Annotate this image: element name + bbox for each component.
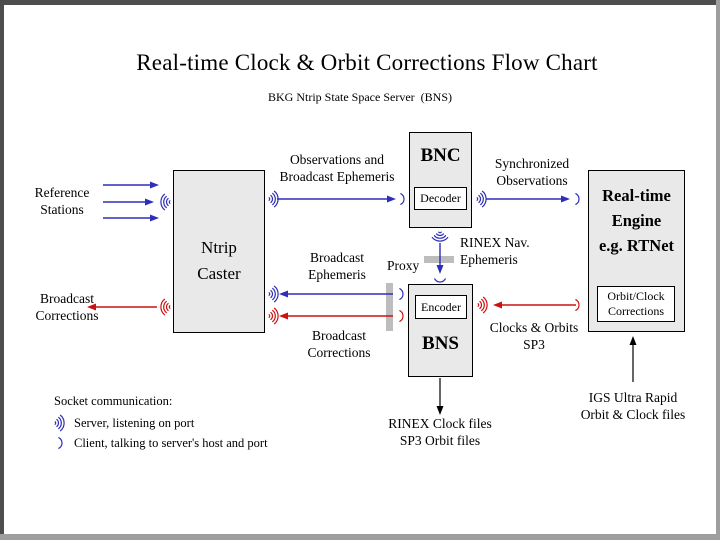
arrowhead — [629, 336, 637, 345]
label-line: Engine — [611, 211, 662, 230]
arrowhead — [436, 265, 444, 274]
proxy-bar-vertical — [386, 283, 393, 331]
label-line: SP3 — [523, 337, 545, 352]
node-bnc-decoder: Decoder — [414, 187, 467, 210]
server-socket-icon — [476, 190, 487, 208]
client-socket-icon — [399, 288, 404, 300]
label-line: RINEX Clock files — [388, 416, 492, 431]
label-line: Clocks & Orbits — [489, 320, 579, 335]
client-socket-icon — [575, 193, 580, 205]
label-reference-stations: Reference Stations — [18, 184, 106, 218]
encoder-label: Encoder — [421, 299, 461, 314]
label-proxy: Proxy — [387, 258, 420, 273]
label-line: e.g. RTNet — [598, 236, 675, 255]
label-line: Ephemeris — [308, 267, 366, 282]
realtime-engine-label: Real-time Engine e.g. RTNet — [589, 183, 684, 258]
server-socket-icon — [268, 307, 279, 325]
bns-label: BNS — [422, 333, 459, 354]
page-subtitle: BKG Ntrip State Space Server (BNS) — [268, 90, 452, 104]
label-line: RINEX Nav. — [460, 235, 530, 250]
label-line: Broadcast — [312, 328, 366, 343]
frame-left-edge — [0, 0, 4, 540]
label-line: Reference — [34, 185, 90, 200]
legend-heading: Socket communication: — [54, 394, 173, 408]
node-bns-encoder: Encoder — [415, 295, 467, 319]
label-broadcast-corrections-left: Broadcast Corrections — [14, 290, 120, 324]
label-line: Stations — [40, 202, 84, 217]
frame-top-edge — [0, 0, 720, 5]
label-broadcast-ephemeris: Broadcast Ephemeris — [294, 249, 380, 283]
arrowhead — [493, 301, 502, 309]
label-line: SP3 Orbit files — [399, 433, 481, 448]
label-line: Broadcast Ephemeris — [279, 169, 395, 184]
node-realtime-engine: Real-time Engine e.g. RTNet Orbit/Clock … — [588, 170, 685, 332]
arrowhead — [145, 198, 154, 206]
label-line: Corrections — [608, 304, 664, 318]
arrowhead — [150, 181, 159, 189]
proxy-bar-horizontal — [424, 256, 454, 263]
label-line: Broadcast — [310, 250, 364, 265]
label-line: Corrections — [307, 345, 371, 360]
bnc-label: BNC — [420, 145, 461, 166]
label-rinex-nav-ephemeris: RINEX Nav. Ephemeris — [460, 234, 550, 268]
legend-server-text: Server, listening on port — [74, 416, 195, 430]
label-line: IGS Ultra Rapid — [588, 390, 678, 405]
server-socket-icon — [477, 296, 488, 314]
legend-client-icon — [58, 437, 63, 449]
server-socket-icon — [431, 231, 449, 242]
client-socket-icon — [575, 299, 580, 311]
legend-client-text: Client, talking to server's host and por… — [74, 436, 268, 450]
label-synchronized-observations: Synchronized Observations — [484, 155, 580, 189]
ntrip-caster-label: Ntrip Caster — [174, 235, 264, 287]
arrowhead — [279, 290, 288, 298]
label-observations: Observations and Broadcast Ephemeris — [266, 151, 408, 185]
label-rinex-clock-files: RINEX Clock files SP3 Orbit files — [372, 415, 508, 449]
arrowhead — [150, 214, 159, 222]
node-bns: Encoder BNS — [408, 284, 473, 377]
label-line: Broadcast — [40, 291, 94, 306]
page-title: Real-time Clock & Orbit Corrections Flow… — [136, 50, 598, 75]
node-bnc: BNC Decoder — [409, 132, 472, 228]
server-socket-icon — [268, 285, 279, 303]
label-line: Corrections — [35, 308, 99, 323]
label-igs-ultra-rapid: IGS Ultra Rapid Orbit & Clock files — [564, 389, 702, 423]
client-socket-icon — [399, 310, 404, 322]
decoder-label: Decoder — [420, 191, 461, 205]
arrowhead — [387, 195, 396, 203]
label-line: Orbit/Clock — [607, 289, 665, 303]
client-socket-icon — [400, 193, 405, 205]
frame-bottom-edge — [0, 534, 720, 540]
label-line: Synchronized — [494, 156, 570, 171]
server-socket-icon — [160, 298, 171, 316]
label-broadcast-corrections-mid: Broadcast Corrections — [294, 327, 384, 361]
node-orbit-clock-corrections: Orbit/Clock Corrections — [597, 286, 675, 322]
arrowhead — [561, 195, 570, 203]
arrowhead — [279, 312, 288, 320]
label-line: Caster — [197, 264, 241, 283]
frame-right-edge — [716, 0, 720, 540]
client-socket-icon — [434, 278, 446, 283]
label-line: Ephemeris — [460, 252, 518, 267]
arrowhead — [436, 406, 444, 415]
label-line: Observations — [496, 173, 568, 188]
label-clocks-orbits-sp3: Clocks & Orbits SP3 — [486, 319, 582, 353]
legend-server-icon — [54, 414, 65, 432]
label-line: Orbit & Clock files — [580, 407, 686, 422]
label-line: Observations and — [289, 152, 385, 167]
node-ntrip-caster: Ntrip Caster — [173, 170, 265, 333]
label-line: Ntrip — [201, 238, 237, 257]
server-socket-icon — [268, 190, 279, 208]
server-socket-icon — [160, 193, 171, 211]
label-line: Real-time — [602, 186, 671, 205]
